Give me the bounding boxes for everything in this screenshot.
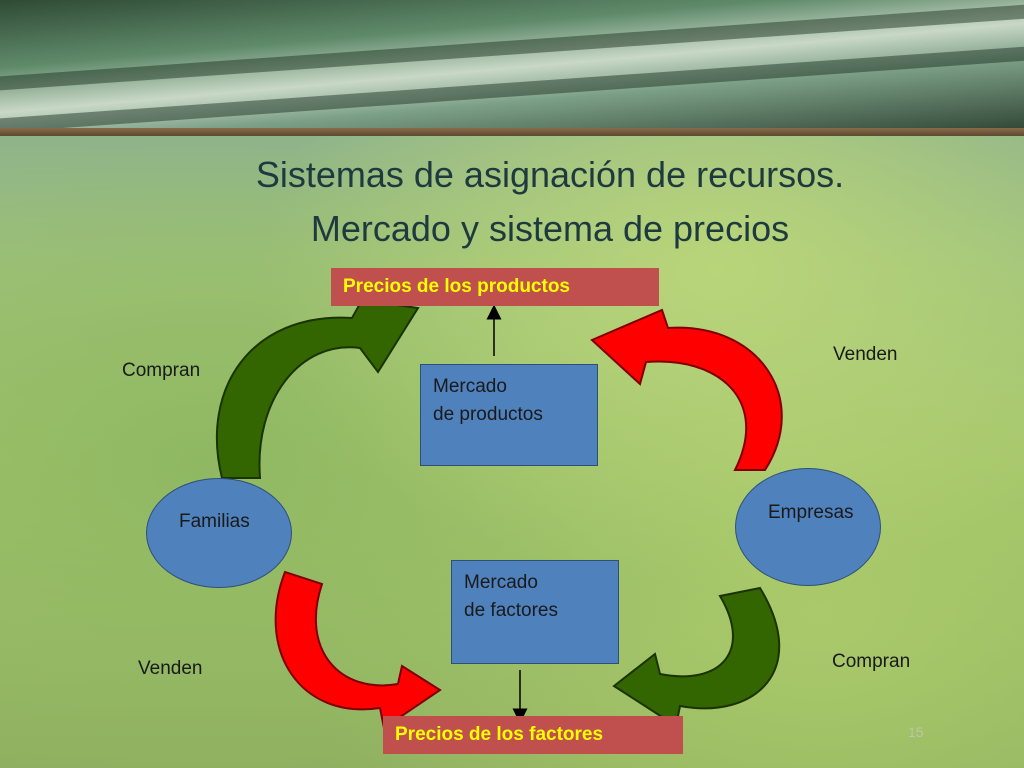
households-node: Familias (146, 478, 292, 588)
households-label: Familias (179, 511, 250, 532)
product-market-box: Mercado de productos (420, 364, 598, 466)
product-market-line-2: de productos (433, 404, 543, 425)
firms-sell-label: Venden (833, 344, 898, 365)
firms-label: Empresas (768, 502, 854, 523)
factor-market-line-2: de factores (464, 600, 558, 621)
slide-title-line-2: Mercado y sistema de precios (310, 208, 790, 249)
banner-edge (0, 128, 1024, 136)
arrow-firms-to-factor-prices (612, 586, 781, 728)
households-buy-label: Compran (122, 360, 201, 381)
factor-prices-label: Precios de los factores (383, 716, 683, 754)
header-banner-image (0, 0, 1024, 136)
households-sell-label: Venden (138, 658, 203, 679)
firms-buy-label: Compran (832, 651, 911, 672)
product-prices-label: Precios de los productos (331, 268, 659, 306)
factor-market-box: Mercado de factores (451, 560, 619, 664)
slide-number: 15 (908, 724, 924, 740)
firms-node: Empresas (735, 468, 881, 586)
slide-title-line-1: Sistemas de asignación de recursos. (255, 154, 845, 195)
product-market-line-1: Mercado (433, 376, 507, 397)
arrow-firms-to-product-prices (590, 308, 783, 471)
arrow-households-to-factor-prices (274, 570, 442, 730)
arrow-households-to-product-prices (215, 298, 420, 479)
factor-market-line-1: Mercado (464, 572, 538, 593)
